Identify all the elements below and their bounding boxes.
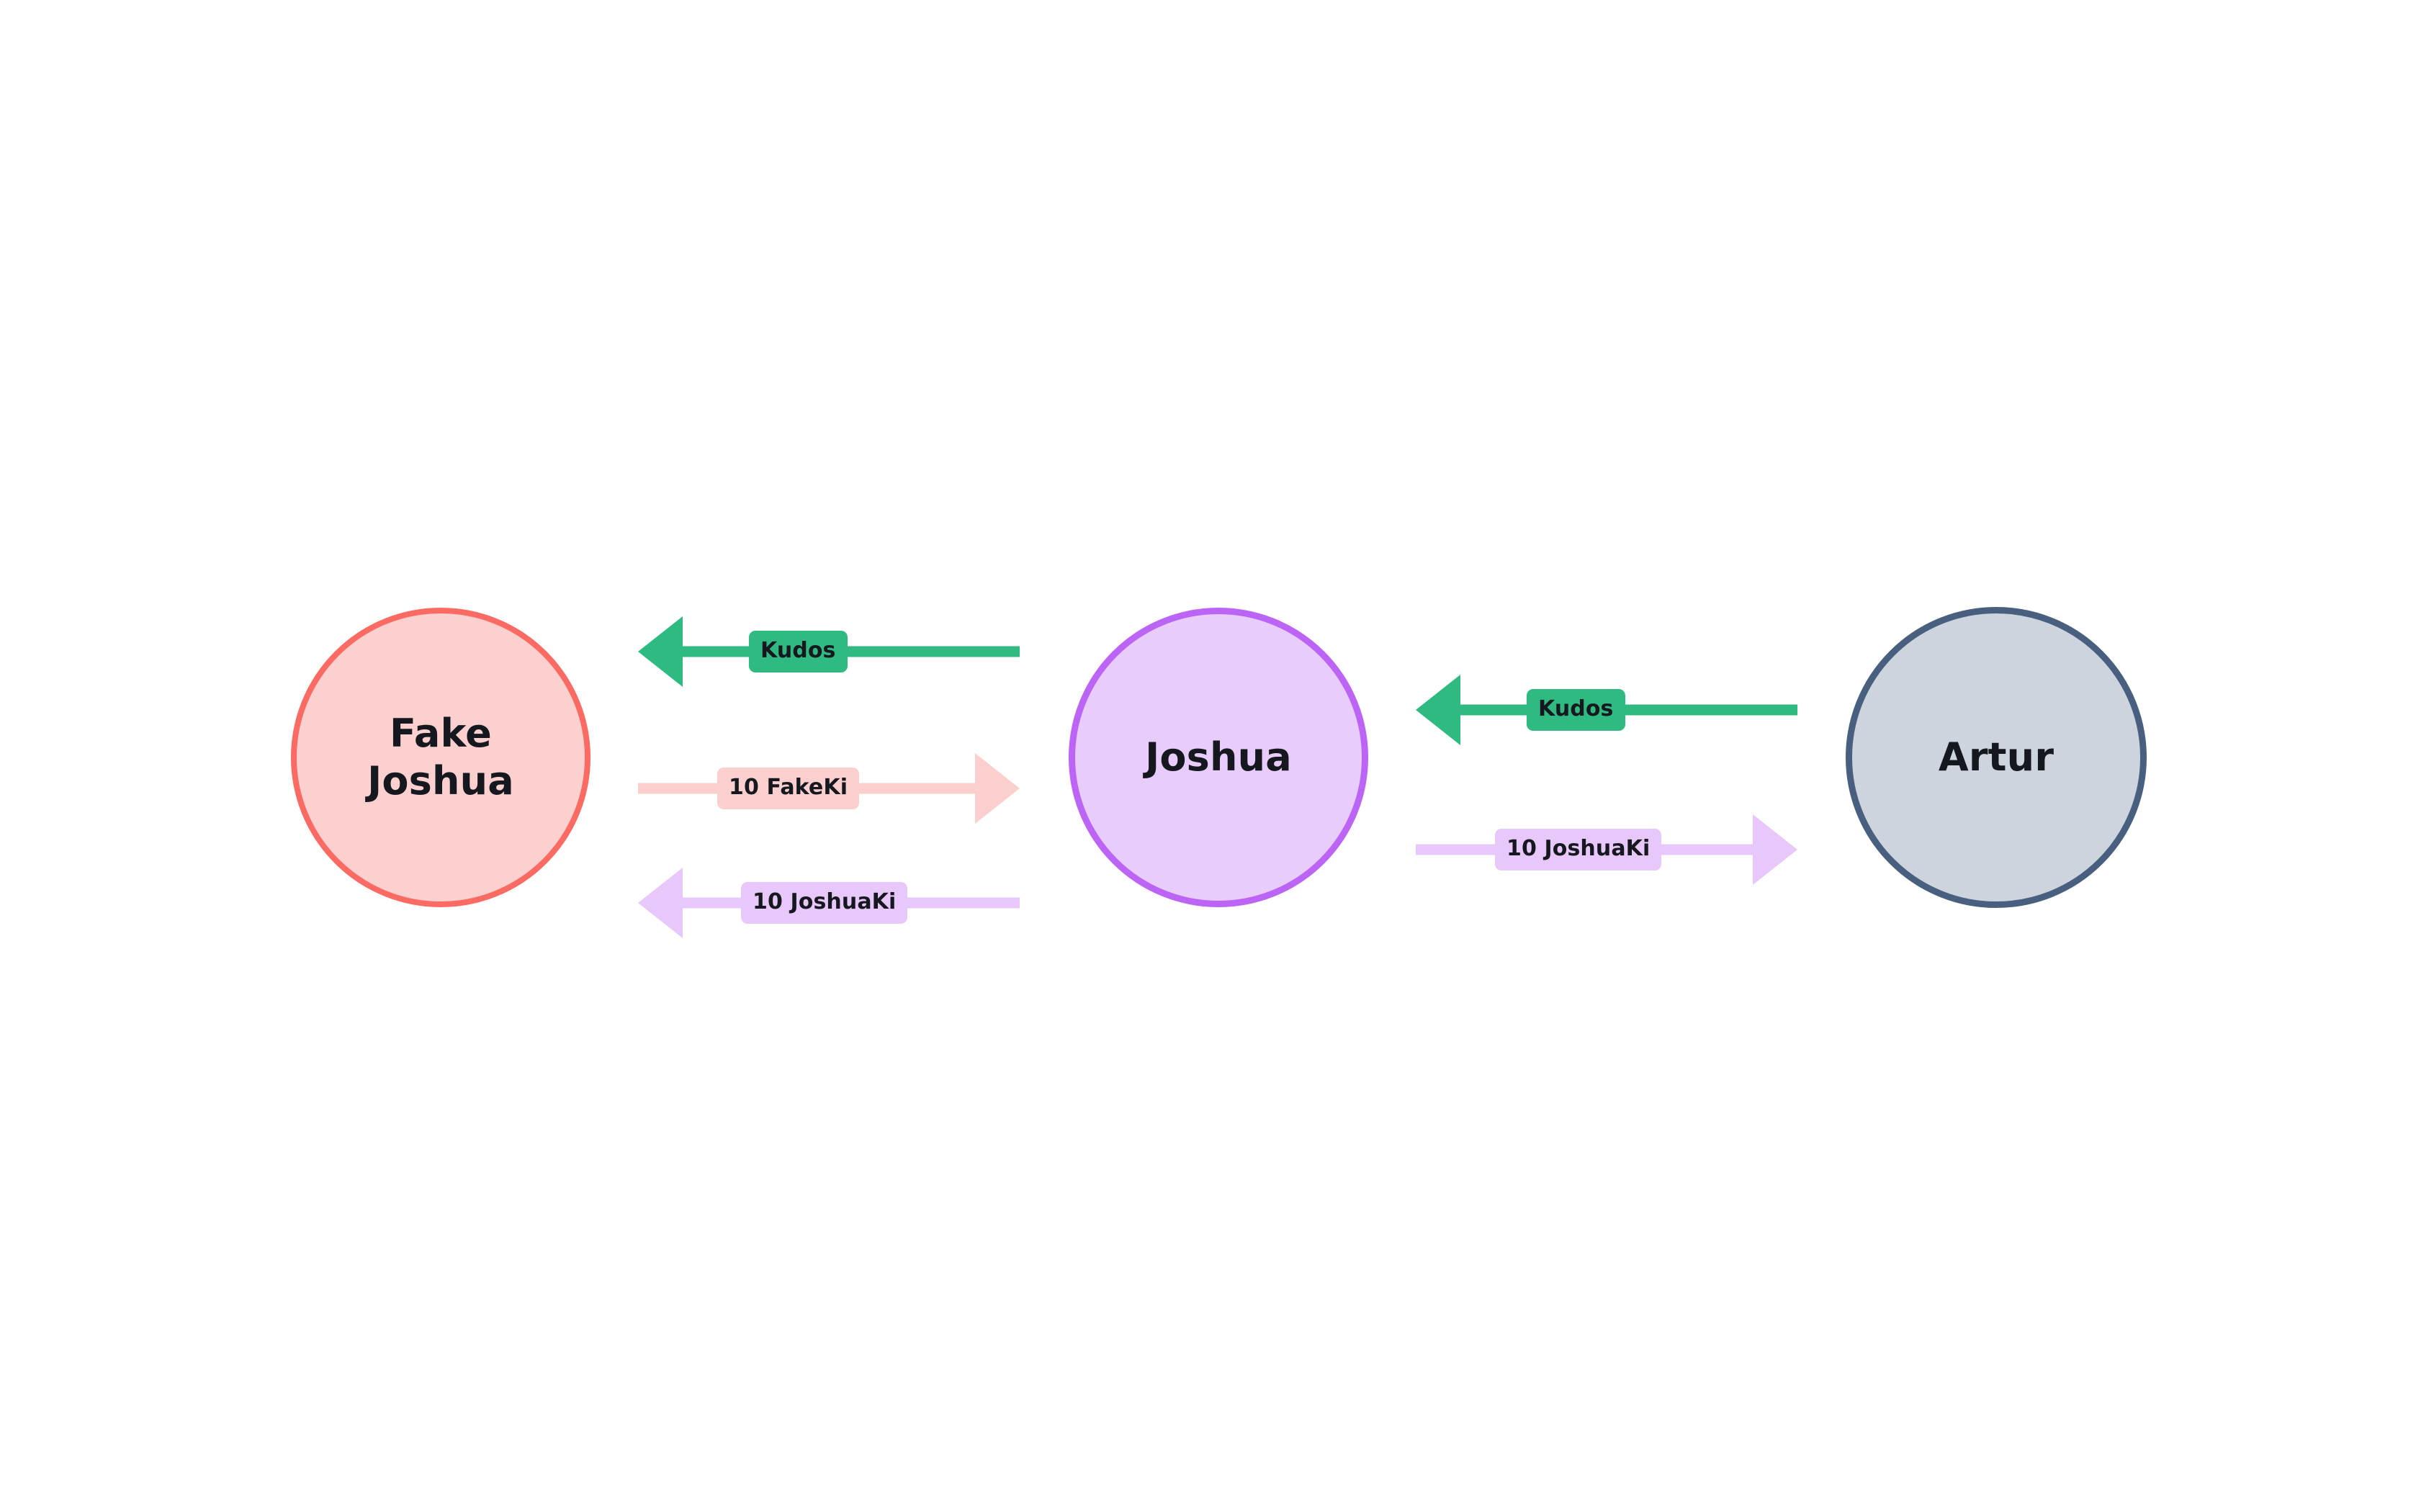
- edge-kudos-artur-to-joshua[interactable]: Kudos: [1416, 675, 1797, 745]
- node-label-joshua: Joshua: [1145, 734, 1292, 780]
- edge-label-joshuaki-joshua-to-fake: 10 JoshuaKi: [741, 882, 908, 924]
- edge-label-joshuaki-joshua-to-artur: 10 JoshuaKi: [1495, 829, 1662, 870]
- edge-label-kudos-artur-to-joshua: Kudos: [1527, 689, 1625, 731]
- edge-label-kudos-joshua-to-fake: Kudos: [749, 631, 848, 672]
- node-artur[interactable]: Artur: [1846, 607, 2147, 908]
- edge-fakeki-fake-to-joshua[interactable]: 10 FakeKi: [638, 753, 1020, 824]
- edge-joshuaki-joshua-to-artur[interactable]: 10 JoshuaKi: [1416, 814, 1797, 885]
- node-label-fake-joshua: Fake Joshua: [367, 711, 514, 804]
- node-label-artur: Artur: [1938, 734, 2054, 780]
- node-fake-joshua[interactable]: Fake Joshua: [291, 608, 590, 907]
- edge-label-fakeki-fake-to-joshua: 10 FakeKi: [717, 768, 860, 809]
- edge-kudos-joshua-to-fake[interactable]: Kudos: [638, 616, 1020, 687]
- edge-joshuaki-joshua-to-fake[interactable]: 10 JoshuaKi: [638, 868, 1020, 938]
- node-joshua[interactable]: Joshua: [1069, 608, 1368, 907]
